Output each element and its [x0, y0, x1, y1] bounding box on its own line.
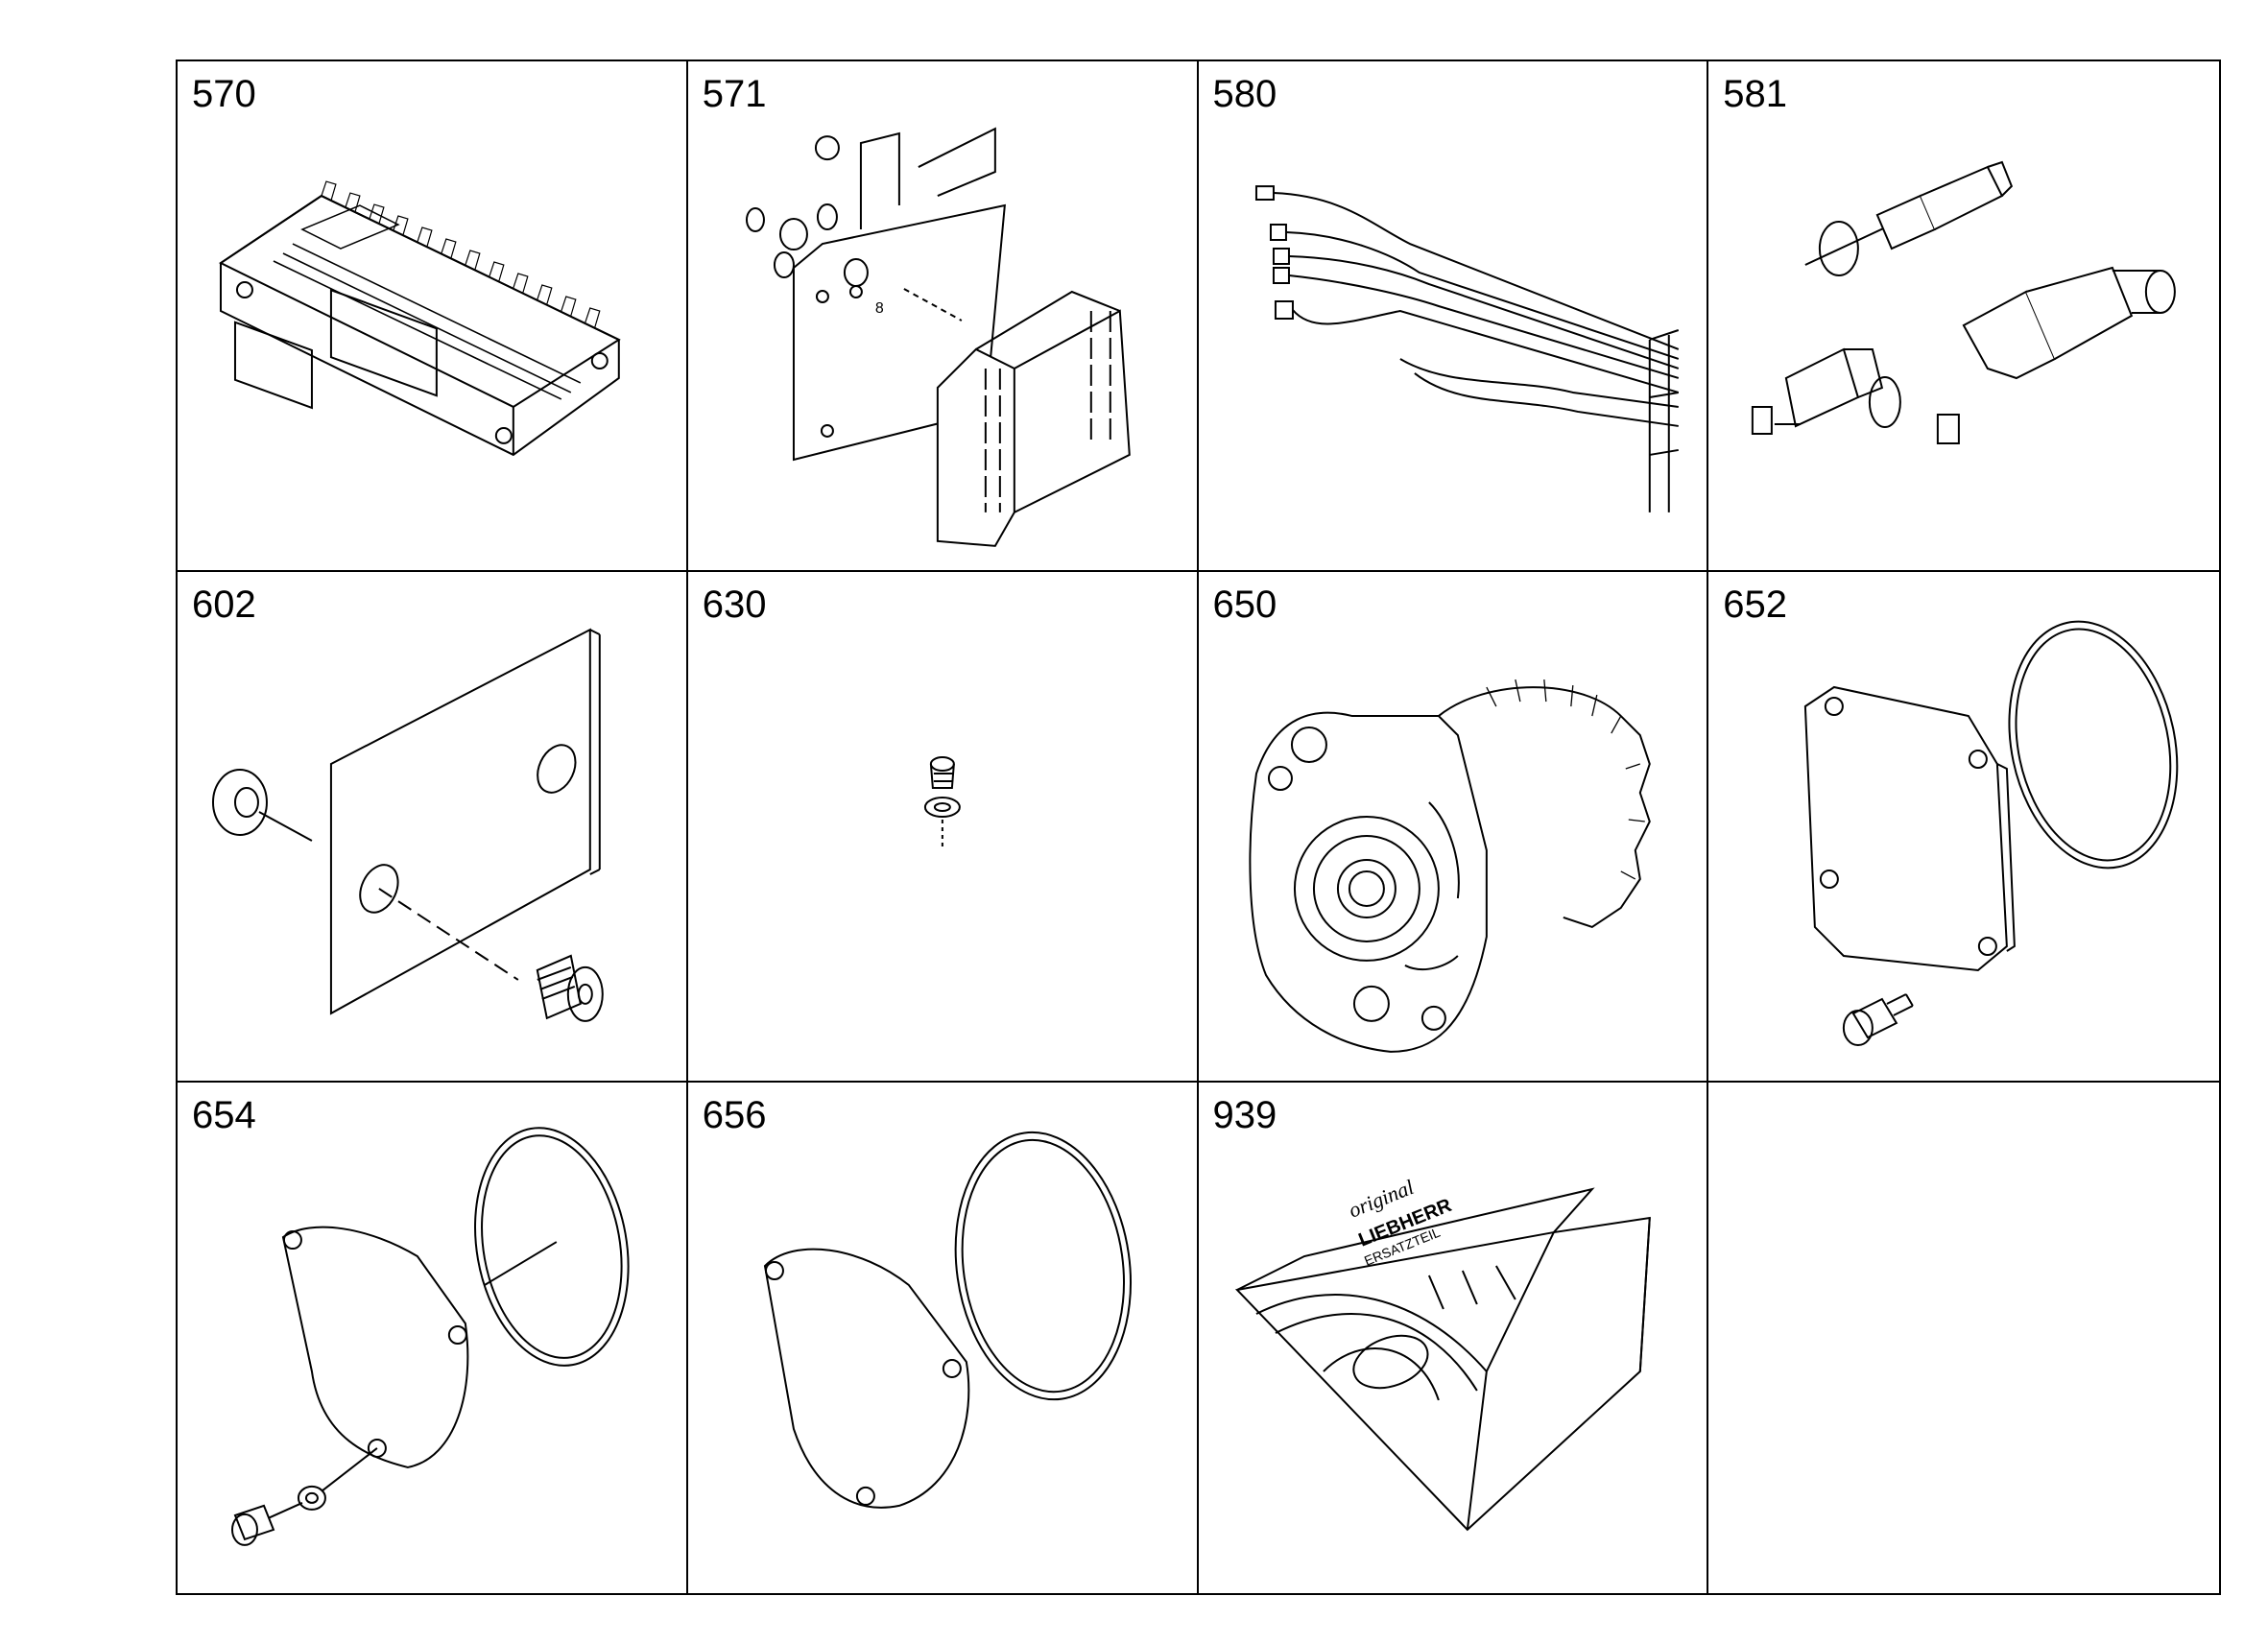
cover-plate-icon	[178, 572, 686, 1081]
cell-656[interactable]: 656	[688, 1083, 1199, 1593]
sensor-icon	[1708, 61, 2219, 570]
cover-oring-icon	[1708, 572, 2219, 1081]
pump-icon	[1199, 572, 1707, 1081]
cover-oring-icon	[688, 1083, 1197, 1593]
item-number: 602	[192, 584, 256, 626]
item-number: 656	[702, 1094, 767, 1136]
cell-602[interactable]: 602	[178, 572, 688, 1083]
cell-652[interactable]: 652	[1708, 572, 2219, 1083]
item-number: 630	[702, 584, 767, 626]
cell-empty	[1708, 1083, 2219, 1593]
cell-654[interactable]: 654	[178, 1083, 688, 1593]
item-number: 571	[702, 73, 767, 115]
cell-650[interactable]: 650	[1198, 572, 1709, 1083]
callout-label: 8	[875, 300, 884, 317]
parts-grid: 570 571	[176, 60, 2221, 1595]
screw-plug-icon	[688, 572, 1197, 1081]
item-number: 650	[1212, 584, 1277, 626]
item-number: 654	[192, 1094, 256, 1136]
cell-630[interactable]: 630	[687, 572, 1199, 1083]
wiring-harness-icon	[1199, 61, 1707, 570]
item-number: 570	[192, 73, 256, 115]
item-number: 652	[1723, 584, 1787, 626]
cell-939[interactable]: 939 original LIEBHERR ERSATZTEIL	[1199, 1083, 1709, 1593]
cell-580[interactable]: 580	[1198, 61, 1709, 572]
item-number: 939	[1212, 1094, 1277, 1136]
cell-571[interactable]: 571 8	[687, 61, 1199, 572]
item-number: 580	[1212, 73, 1277, 115]
item-number: 581	[1723, 73, 1787, 115]
package-icon: original LIEBHERR ERSATZTEIL	[1199, 1175, 1707, 1593]
bracket-icon: 8	[688, 61, 1197, 570]
cell-581[interactable]: 581	[1708, 61, 2219, 572]
control-unit-icon	[178, 61, 686, 570]
cell-570[interactable]: 570	[178, 61, 688, 572]
cover-oring-bolt-icon	[178, 1083, 686, 1593]
